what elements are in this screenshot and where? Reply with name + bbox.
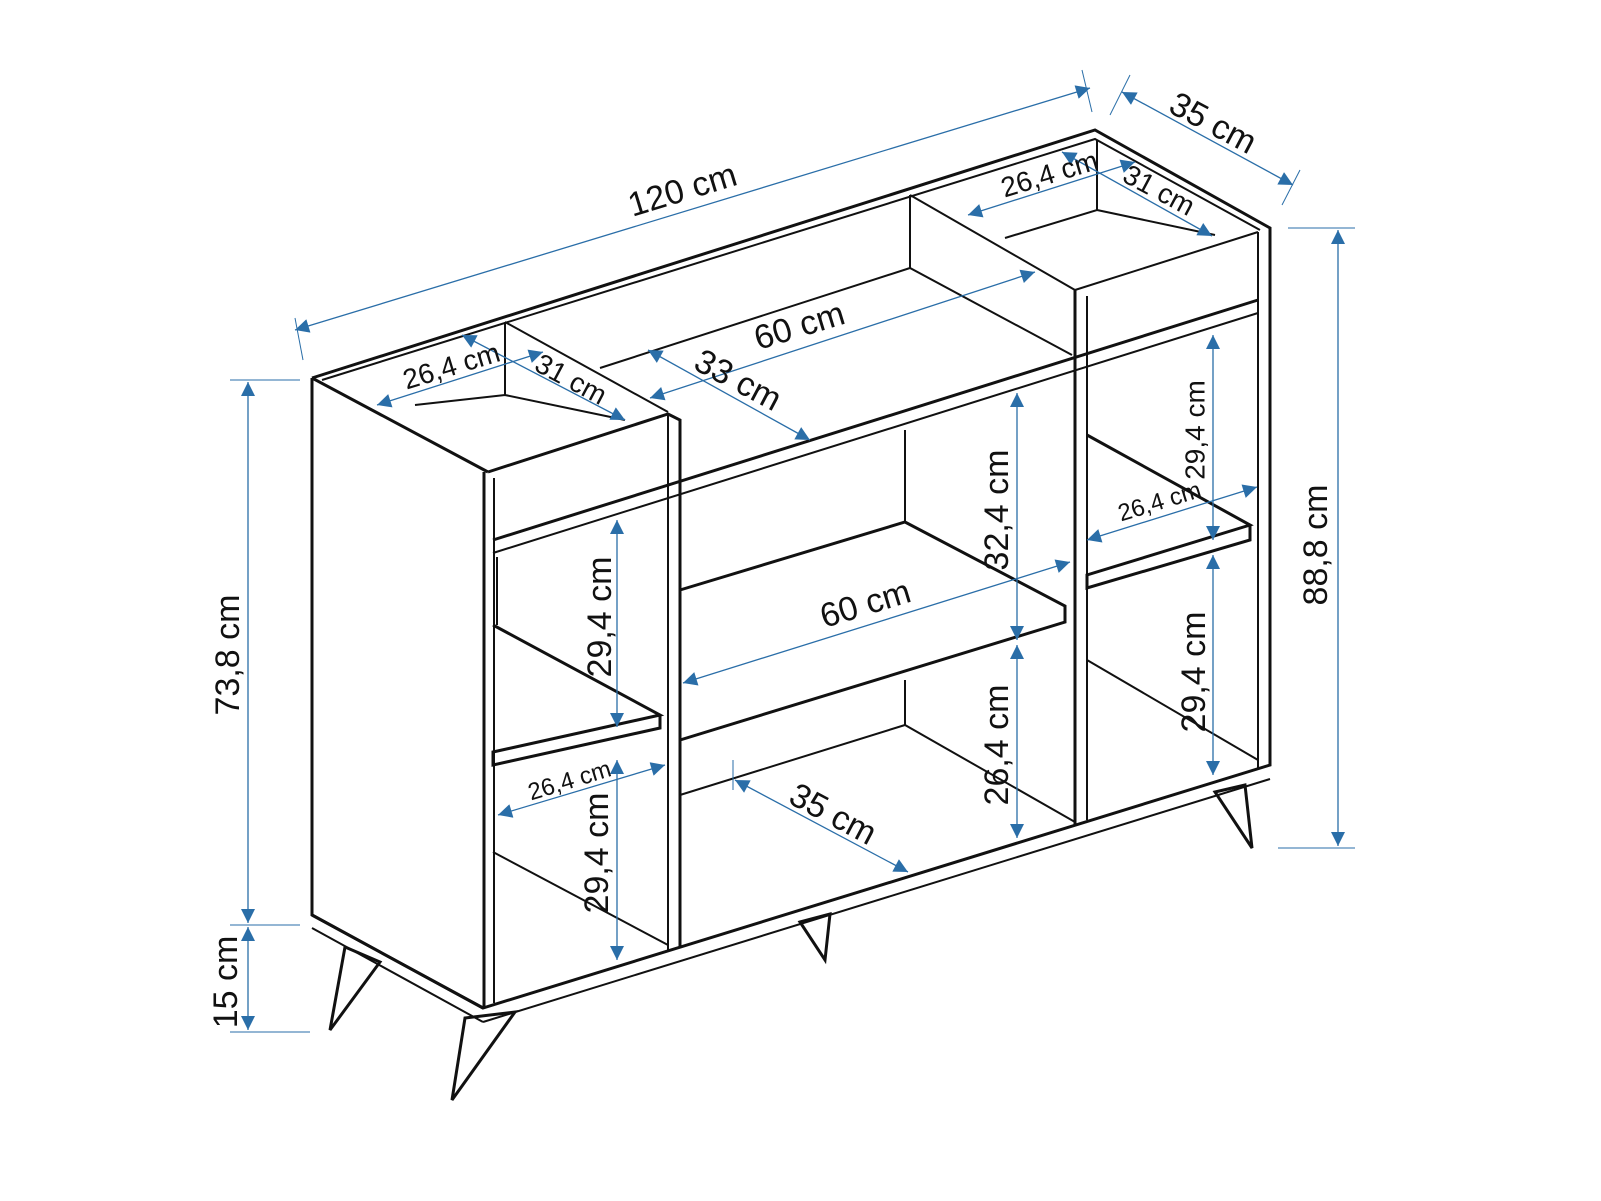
- top-rail: [492, 298, 1259, 542]
- leg-middle: [797, 911, 832, 965]
- dim-arrow-right-box-depth: [1061, 151, 1213, 237]
- cabinet-drawing: [310, 128, 1272, 1101]
- label-total-height: 88,8 cm: [1297, 485, 1335, 606]
- right-bottom-back: [1086, 659, 1259, 761]
- label-left-box-depth: 31 cm: [530, 348, 612, 411]
- label-right-shelf-width: 26,4 cm: [1115, 477, 1205, 528]
- label-center-bottom-depth: 35 cm: [783, 776, 883, 853]
- dim-arrow-left-box-depth: [461, 334, 626, 421]
- label-right-upper-height: 29,4 cm: [1179, 380, 1210, 480]
- dim-arrow-total-depth: [1121, 91, 1294, 186]
- label-left-upper-height: 29,4 cm: [581, 557, 619, 678]
- dim-arrow-center-shelf-width: [682, 559, 1071, 686]
- bottom-front-lower: [482, 778, 1271, 1023]
- dim-arrow-right-shelf-width: [1086, 484, 1258, 543]
- label-left-height: 73,8 cm: [209, 595, 247, 716]
- dim-arrow-total-width: [294, 85, 1091, 333]
- label-right-lower-height: 29,4 cm: [1175, 612, 1213, 733]
- cabinet-outline: [310, 128, 1272, 1010]
- label-total-depth: 35 cm: [1163, 85, 1263, 162]
- left-bottom-back: [492, 851, 669, 946]
- bottom-left-edge: [311, 913, 484, 1010]
- label-leg-height: 15 cm: [207, 936, 245, 1029]
- label-center-upper-height: 32,4 cm: [978, 450, 1016, 571]
- left-shelf: [491, 623, 665, 767]
- label-total-width: 120 cm: [624, 156, 742, 225]
- dim-arrow-center-bottom-depth: [734, 779, 909, 873]
- leg-left-front: [450, 1010, 519, 1101]
- label-left-lower-height: 29,4 cm: [578, 793, 616, 914]
- leg-right: [1212, 783, 1254, 849]
- left-side-top-edge: [311, 376, 489, 474]
- label-right-box-depth: 31 cm: [1118, 159, 1200, 222]
- top-rail-lower: [492, 312, 1259, 554]
- dimension-labels: 120 cm 35 cm 26,4 cm 31 cm 60 cm 33 cm 2…: [207, 85, 1335, 1029]
- bottom-side-lower: [311, 927, 484, 1023]
- dimension-lines: [241, 85, 1345, 1030]
- dim-arrow-top-center-depth: [647, 349, 811, 441]
- dim-arrow-left-lower-width: [497, 762, 666, 818]
- right-box-top: [909, 194, 1259, 292]
- leg-left-back: [328, 944, 383, 1031]
- label-center-lower-height: 26,4 cm: [978, 685, 1016, 806]
